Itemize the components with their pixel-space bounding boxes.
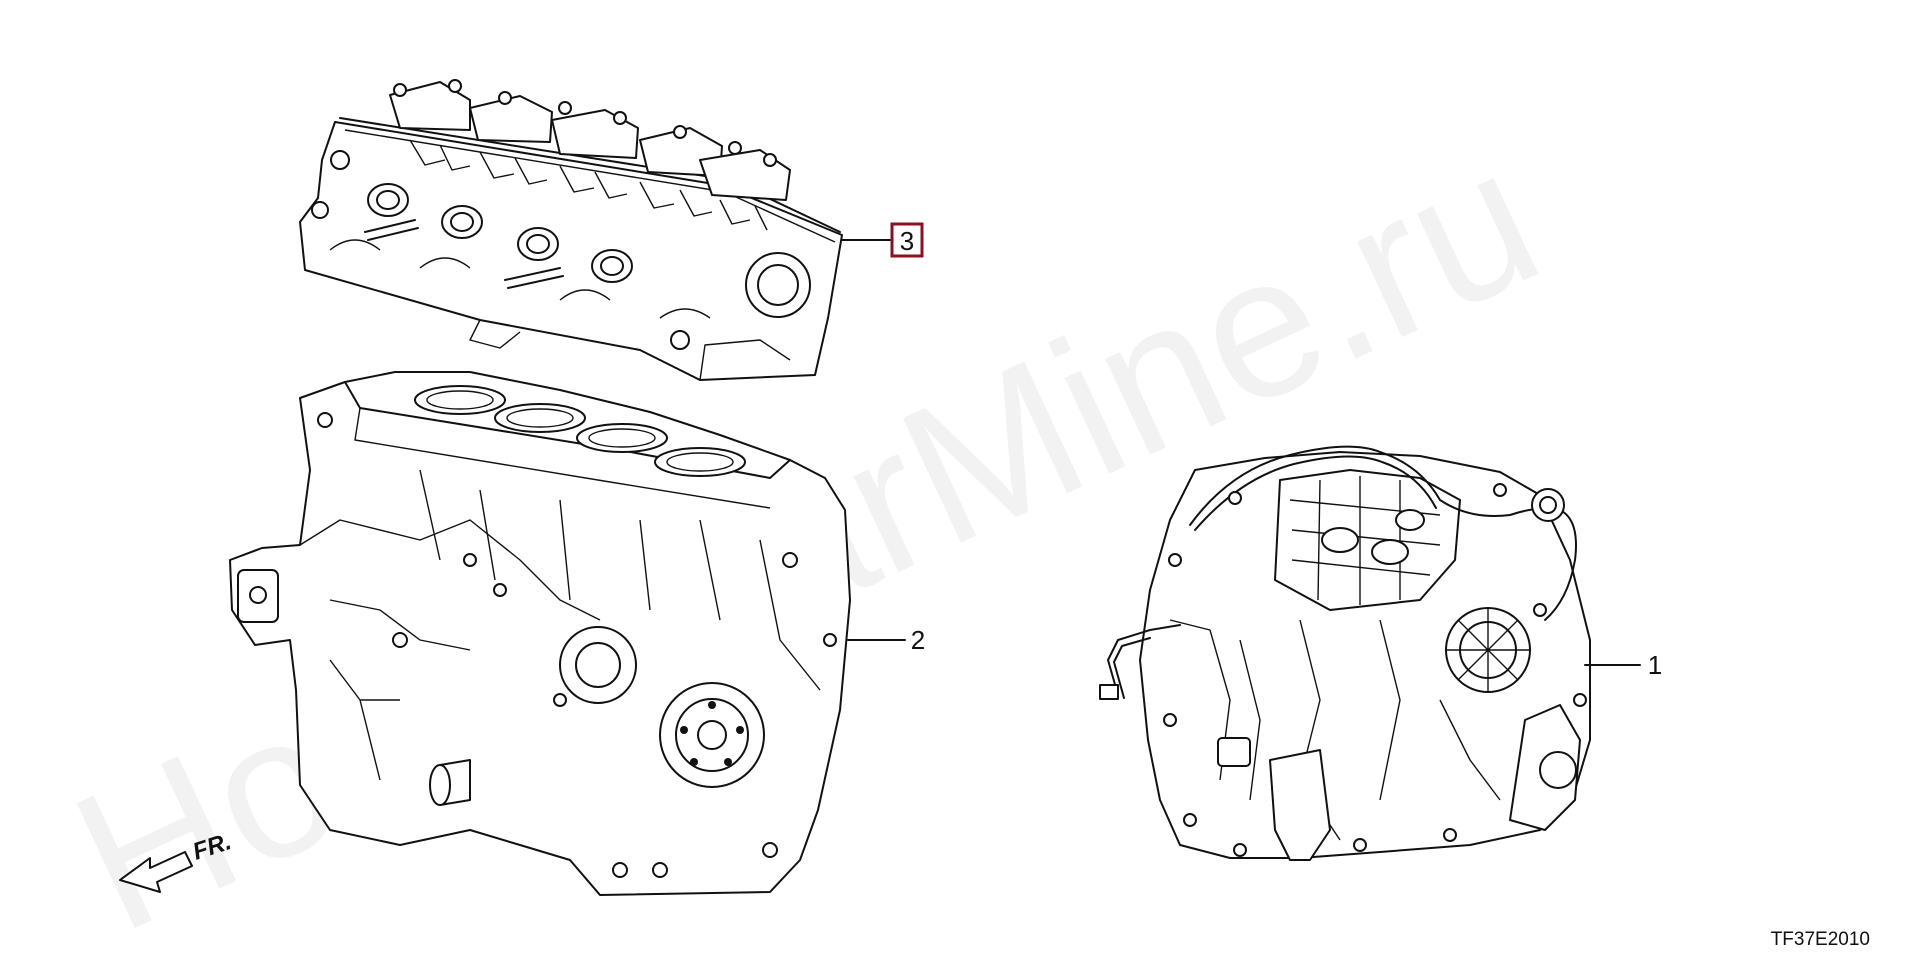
- engine-block-illustration[interactable]: [229, 371, 851, 896]
- front-direction-arrow-icon: [119, 851, 193, 893]
- transmission-illustration[interactable]: [1099, 445, 1591, 861]
- callout-3-label[interactable]: 3: [900, 226, 914, 256]
- callout-1-label[interactable]: 1: [1648, 650, 1662, 680]
- diagram-code: TF37E2010: [1771, 929, 1870, 950]
- callout-3-highlight-box: [890, 222, 924, 258]
- cylinder-head-illustration[interactable]: [299, 79, 843, 381]
- callout-2-label[interactable]: 2: [911, 625, 925, 655]
